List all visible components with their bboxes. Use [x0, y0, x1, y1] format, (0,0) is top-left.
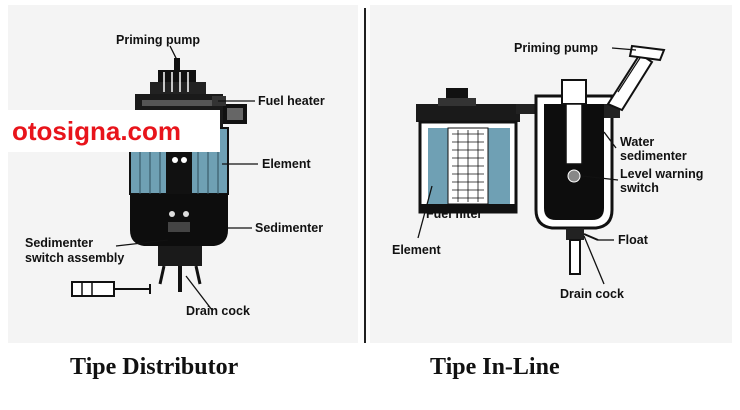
- caption-distributor: Tipe Distributor: [70, 354, 239, 380]
- distributor-drain-cock: [158, 246, 202, 292]
- distributor-priming-pump: [150, 58, 206, 94]
- distributor-switch-connector: [71, 281, 151, 297]
- label-inline-fuel-filter: Fuel filter: [426, 207, 483, 221]
- label-distributor-element: Element: [262, 157, 311, 171]
- watermark: otosigna.com: [8, 110, 220, 152]
- inline-connecting-pipe: [516, 104, 536, 114]
- label-inline-level-warning-line2: switch: [620, 181, 659, 195]
- inline-drain-cock: [566, 228, 599, 275]
- label-distributor-drain-cock: Drain cock: [186, 304, 250, 318]
- label-inline-element: Element: [392, 243, 441, 257]
- distributor-filter-drawing: [71, 45, 258, 311]
- inline-fuel-filter: [416, 88, 520, 214]
- label-distributor-sedimenter: Sedimenter: [255, 221, 324, 235]
- label-distributor-switch-assembly-line1: Sedimenter: [25, 236, 94, 250]
- label-inline-drain-cock: Drain cock: [560, 287, 624, 301]
- label-inline-float: Float: [618, 233, 648, 247]
- inline-filter-drawing: [416, 44, 666, 285]
- label-distributor-fuel-heater: Fuel heater: [258, 94, 325, 108]
- caption-inline: Tipe In-Line: [430, 354, 560, 380]
- panel-divider: [364, 8, 366, 343]
- label-inline-water-sedimenter-line1: Water: [620, 135, 655, 149]
- label-inline-priming-pump: Priming pump: [514, 41, 599, 55]
- distributor-sedimenter: [130, 194, 228, 246]
- inline-leader-lines: [417, 47, 637, 285]
- distributor-leader-lines: [115, 45, 258, 311]
- label-distributor-switch-assembly-line2: switch assembly: [25, 251, 125, 265]
- label-inline-level-warning-line1: Level warning: [620, 167, 704, 181]
- label-distributor-priming-pump: Priming pump: [116, 33, 201, 47]
- inline-water-sedimenter: [534, 79, 620, 230]
- inline-priming-pump: [606, 44, 666, 112]
- label-inline-water-sedimenter-line2: sedimenter: [620, 149, 687, 163]
